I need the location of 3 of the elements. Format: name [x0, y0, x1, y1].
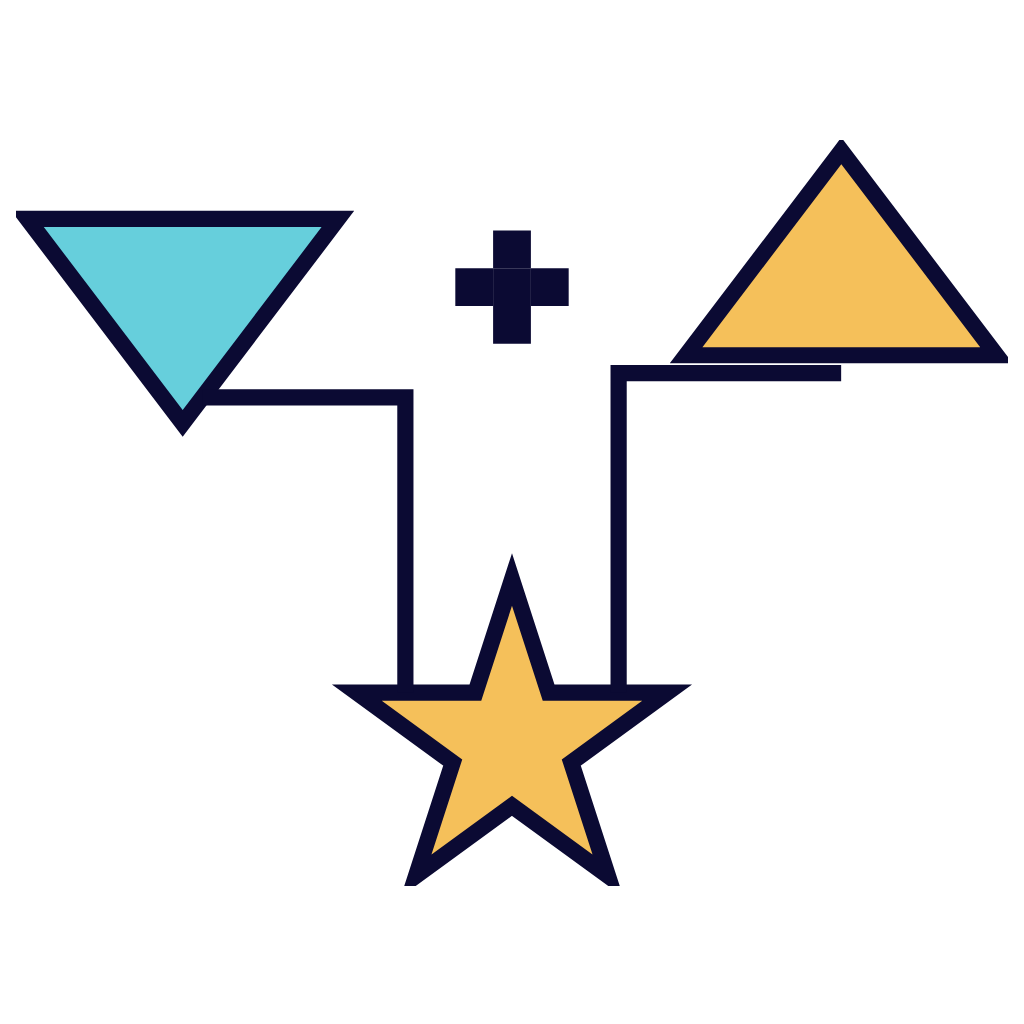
node-triangle	[16, 209, 355, 436]
node-star	[331, 552, 693, 885]
node-triangle	[669, 139, 1008, 363]
